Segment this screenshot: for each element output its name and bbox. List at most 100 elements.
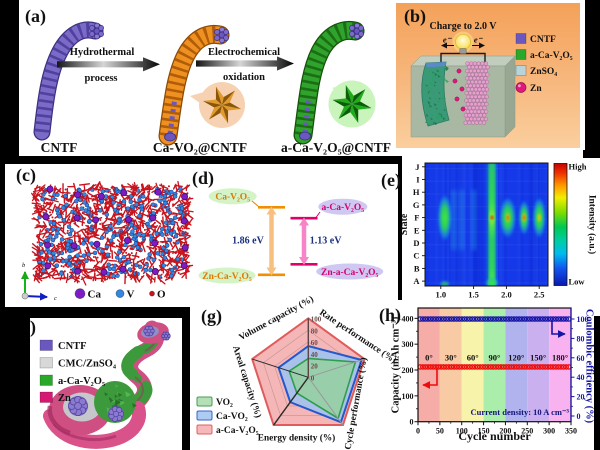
crystal-structure-illustration-part [168, 209, 171, 212]
a-ca-v2o5-flower-inset-part-part [345, 84, 354, 104]
zn-ion-spheres-part [459, 86, 465, 92]
crystal-structure-illustration-part [98, 208, 103, 213]
crystal-structure-illustration-part [143, 238, 146, 241]
cathode-a-ca-v2o5-part-part [433, 84, 436, 87]
crystal-structure-illustration-part [137, 255, 140, 258]
anode-zn-part-part [476, 68, 481, 73]
anode-zn-part-part [478, 65, 483, 70]
panel-g-legend-label: a-Ca-V₂O₅ [216, 426, 259, 436]
crystal-structure-illustration-part [50, 196, 56, 201]
crystal-structure-illustration-part [51, 267, 54, 270]
anode-zn-part-part [474, 72, 479, 77]
crystal-structure-illustration-part [34, 204, 41, 215]
crystal-structure-illustration-part [132, 225, 138, 231]
crystal-structure-illustration-part [135, 224, 138, 227]
crystal-structure-illustration-part [104, 201, 108, 211]
capacity-series-part [547, 364, 554, 370]
crystal-structure-illustration-part [73, 206, 81, 216]
cathode-a-ca-v2o5-part-part [439, 108, 442, 111]
cathode-a-ca-v2o5-part-part [441, 119, 444, 122]
crystal-structure-illustration-part [106, 207, 109, 210]
anode-zn-part-part [482, 98, 487, 103]
anode-zn-part-part [475, 91, 480, 96]
cathode-a-ca-v2o5-part-part [427, 66, 429, 69]
crystal-structure-illustration-part [90, 225, 93, 228]
crystal-structure-illustration-part [45, 229, 48, 232]
panel-b-label: (b) [404, 6, 426, 27]
crystal-structure-illustration-part [116, 249, 122, 255]
crystal-structure-illustration-part [149, 214, 157, 222]
crystal-structure-illustration-part [120, 234, 124, 242]
cathode-a-ca-v2o5-part-part [431, 74, 435, 79]
heatmap-frame [424, 162, 549, 287]
crystal-structure-illustration-part [32, 262, 41, 270]
gap-value-left: 1.86 eV [232, 236, 264, 247]
light-bulb-part [459, 48, 467, 54]
efficiency-series-part [461, 316, 468, 322]
crystal-structure-illustration-part [112, 220, 116, 228]
crystal-structure-illustration-part [98, 203, 101, 206]
angle-band-label: 60° [467, 353, 479, 363]
crystal-structure-illustration-part [174, 244, 180, 252]
cathode-a-ca-v2o5-part-part [427, 84, 430, 86]
crystal-structure-illustration-part [92, 260, 101, 269]
crystal-structure-illustration-part [174, 184, 183, 188]
crystal-structure-illustration-part [55, 228, 58, 231]
anode-zn [463, 61, 490, 125]
heatmap-xtick: 1.0 [435, 290, 446, 300]
crystal-structure-illustration-part [66, 229, 69, 232]
collage-bar-de [398, 159, 402, 300]
crystal-structure-illustration-part [133, 182, 138, 191]
crystal-structure-illustration-part [182, 254, 188, 264]
anode-zn-part-part [481, 65, 487, 70]
anode-zn-part-part [477, 79, 482, 85]
crystal-structure-illustration-part [150, 256, 153, 259]
ca-vo2-fiber-end-bundle-part [219, 26, 225, 33]
crystal-structure-illustration-part [104, 238, 110, 246]
crystal-structure-illustration-part [161, 189, 164, 192]
crystal-structure-illustration-part [165, 256, 173, 267]
cntf-fiber-end-bundle-part [98, 31, 104, 37]
crystal-structure-illustration-part [150, 273, 153, 284]
coiled-battery-illustration-part-part [146, 328, 152, 334]
crystal-structure-illustration-part [148, 275, 151, 278]
stage2-label: Ca-VO₂@CNTF [153, 140, 247, 155]
cathode-a-ca-v2o5-part-part [440, 77, 444, 81]
crystal-structure-illustration-part [107, 191, 110, 194]
crystal-structure-illustration-part [175, 214, 178, 217]
crystal-structure-illustration-part [61, 218, 67, 223]
crystal-structure-illustration-part [169, 189, 174, 195]
crystal-structure-illustration-part [46, 207, 53, 212]
crystal-structure-illustration-part [126, 259, 131, 265]
anode-zn-part-part [472, 116, 477, 122]
crystal-structure-illustration-part [134, 202, 139, 207]
zn-ion-spheres-part [456, 68, 462, 74]
capacity-series-part [472, 364, 478, 370]
anode-zn-part-part [474, 79, 479, 85]
crystal-structure-illustration-part [162, 212, 169, 218]
ca-vo2-flower-inset-part-part [202, 100, 222, 108]
gap-value-right: 1.13 eV [310, 236, 342, 247]
heatmap-plot-area-part [470, 190, 477, 250]
crystal-structure-illustration-part [165, 267, 171, 279]
capacity-series-part [430, 364, 437, 370]
crystal-structure-illustration-part [129, 247, 132, 250]
anode-zn-part-part [465, 102, 471, 107]
angle-band-label: 90° [489, 353, 501, 363]
crystal-structure-illustration-part [119, 230, 122, 233]
crystal-structure-illustration-part [183, 250, 189, 254]
panel-d: (d) Ca-V₂O₅ Zn-Ca-V₂O₅ 1.86 eV a-Ca-V₂O₅… [192, 168, 384, 284]
crystal-structure-illustration-part [77, 240, 80, 243]
efficiency-series-part [466, 316, 473, 322]
crystal-structure-illustration-part [100, 268, 108, 276]
crystal-structure-illustration-part [158, 259, 164, 264]
crystal-structure-illustration-part [151, 257, 156, 263]
crystal-structure-illustration-part [101, 228, 104, 231]
efficiency-series-part [427, 316, 434, 322]
a-ca-v2o5-fiber-end-bundle-part [354, 33, 360, 40]
xtick: 200 [499, 427, 511, 436]
a-ca-v2o5-fiber-illustration-part [294, 22, 364, 144]
crystal-structure-illustration-part [51, 203, 56, 214]
crystal-structure-illustration-part [127, 267, 133, 272]
